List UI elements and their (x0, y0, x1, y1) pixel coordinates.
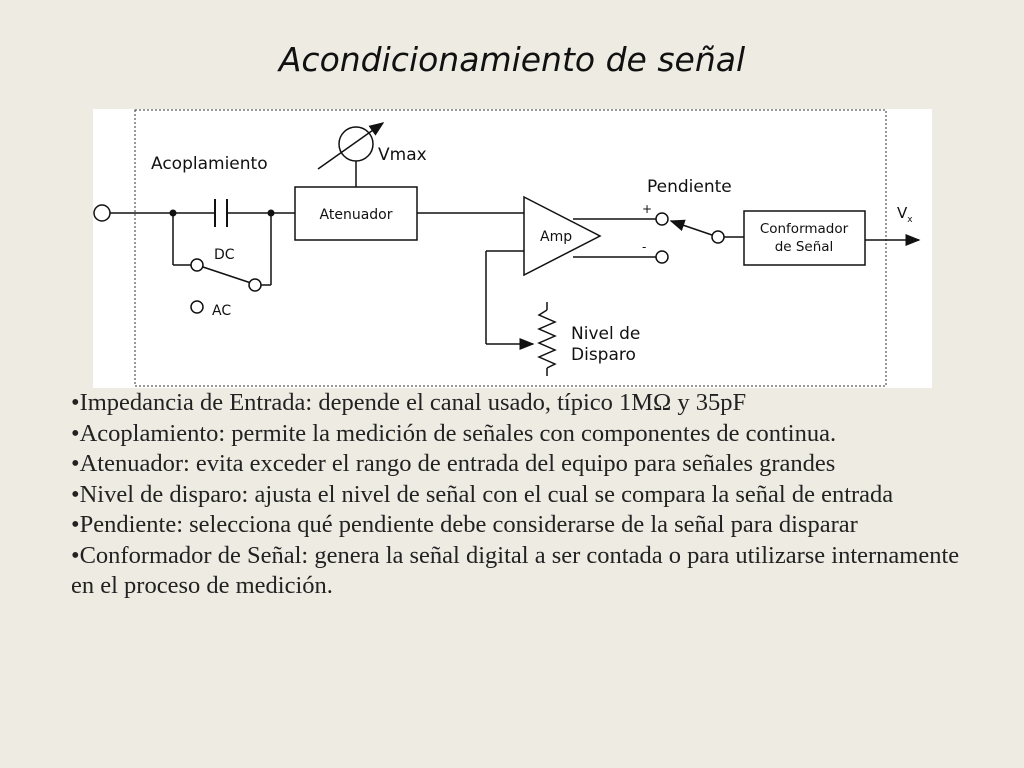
trigger-label-line1: Nivel de (571, 324, 640, 344)
coupling-switch (172, 213, 272, 314)
ac-label: AC (212, 303, 231, 319)
trigger-label-line2: Disparo (571, 345, 636, 365)
slope-label: Pendiente (647, 177, 732, 197)
amp-label: Amp (540, 229, 572, 245)
plus-label: + (642, 202, 652, 216)
slope-switch (655, 212, 744, 264)
attenuator-block (294, 186, 418, 241)
shaper-label-line1: Conformador (760, 221, 849, 237)
signal-conditioning-diagram: Acoplamiento DC AC Atenuador Vmax Amp + … (93, 109, 932, 388)
input-terminal (93, 204, 111, 222)
amp-block (523, 195, 602, 277)
vmax-label: Vmax (378, 145, 427, 165)
slide-title: Acondicionamiento de señal (278, 40, 746, 79)
bullet-coupling: •Acoplamiento: permite la medición de se… (71, 419, 837, 447)
shaper-label-line2: de Señal (775, 239, 834, 255)
coupling-label: Acoplamiento (151, 154, 268, 174)
bullet-trigger-level: •Nivel de disparo: ajusta el nivel de se… (71, 480, 894, 508)
trigger-potentiometer-icon (537, 302, 557, 376)
dc-label: DC (214, 247, 235, 263)
coupling-capacitor (214, 199, 228, 227)
bullet-slope: •Pendiente: selecciona qué pendiente deb… (71, 511, 858, 538)
attenuator-label: Atenuador (320, 207, 393, 223)
bullet-list: •Impedancia de Entrada: depende el canal… (71, 388, 971, 602)
bullet-input-impedance: •Impedancia de Entrada: depende el canal… (71, 389, 747, 416)
vmax-meter-icon (317, 122, 385, 187)
shaper-block (743, 210, 866, 266)
bullet-attenuator: •Atenuador: evita exceder el rango de en… (71, 450, 836, 477)
output-label: Vx (897, 204, 913, 225)
enclosure-dashed-box (134, 109, 887, 387)
bullet-signal-shaper: •Conformador de Señal: genera la señal d… (71, 541, 960, 600)
minus-label: - (642, 240, 646, 254)
